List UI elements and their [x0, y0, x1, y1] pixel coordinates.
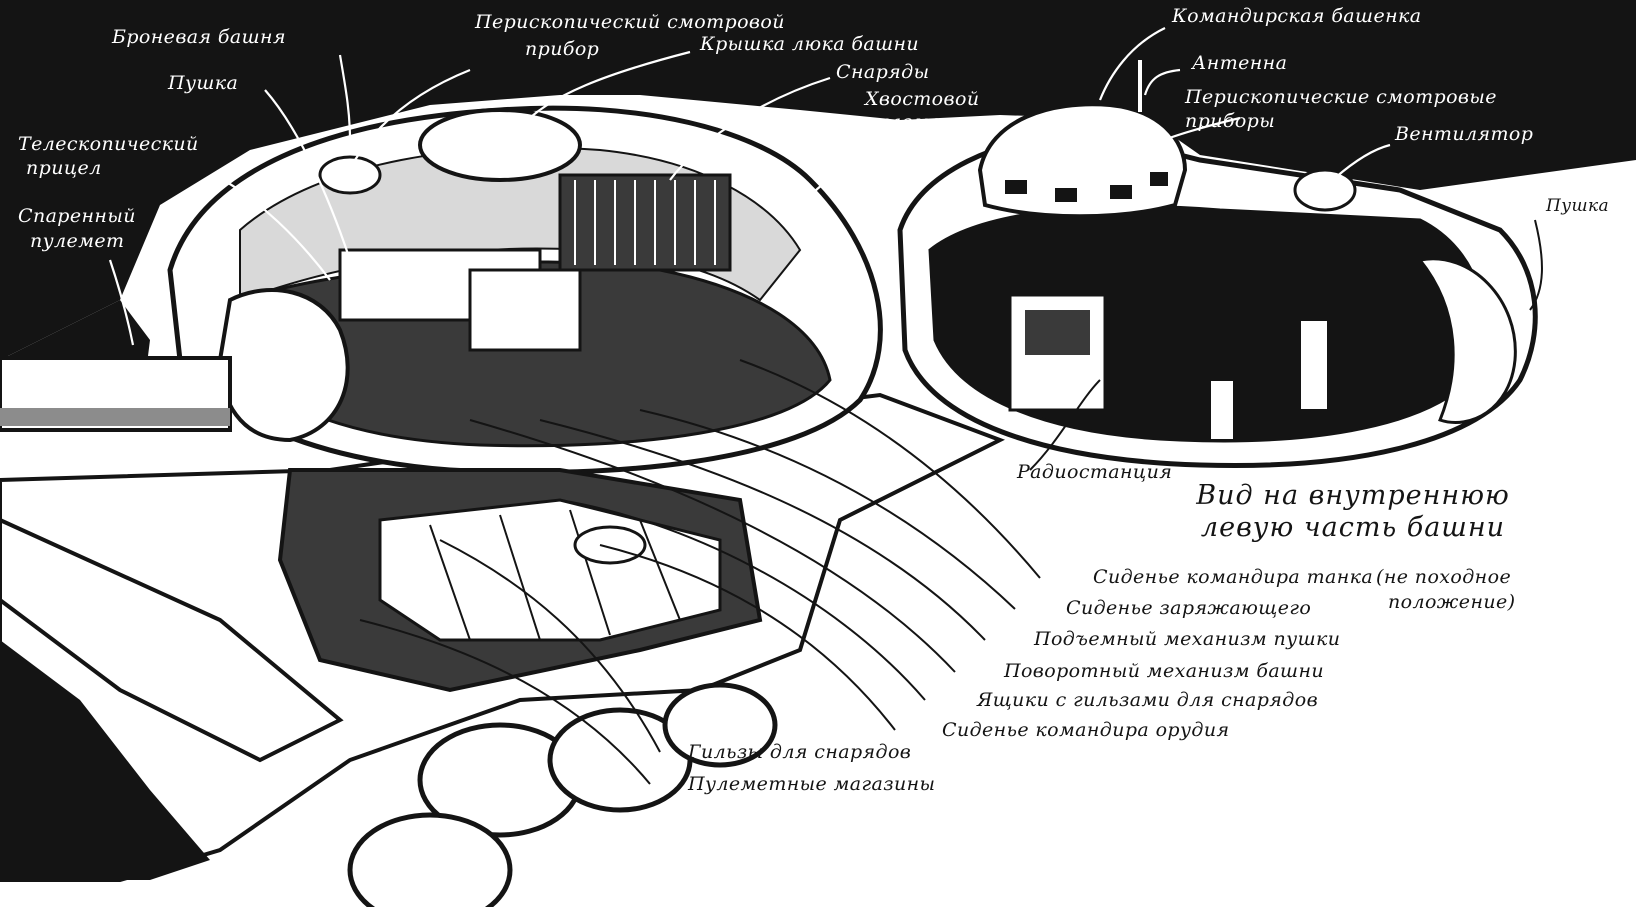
- label-tail-mg: Хвостовой: [865, 88, 980, 110]
- label-commander-seat-note-line2: положение): [1388, 591, 1516, 613]
- label-shells: Снаряды: [836, 61, 930, 83]
- casing-box-dividers: [429, 509, 681, 641]
- gun-mantlet: [217, 288, 350, 443]
- diagram-caption-line1: Вид на внутреннюю: [1196, 480, 1510, 511]
- road-wheel: [347, 812, 513, 907]
- label-mg-magazines: Пулеметные магазины: [688, 773, 936, 795]
- fender: [0, 517, 344, 763]
- label-coaxial-mg: Спаренный: [18, 205, 136, 227]
- inner-view-cylinder: [1299, 319, 1329, 411]
- label-telescopic-sight: Телескопический: [18, 133, 199, 155]
- hull-edge-shading: [0, 640, 210, 880]
- inner-view-cylinder: [1209, 379, 1235, 441]
- shell-rack: [558, 173, 732, 272]
- label-loader-seat: Сиденье заряжающего: [1066, 597, 1312, 619]
- label-commander-seat: Сиденье командира танка: [1093, 566, 1374, 588]
- shell-rack-rows: [574, 180, 716, 265]
- label-view-slits-line2: щели: [875, 157, 932, 179]
- gunner-seat-shape: [573, 525, 647, 565]
- gun-barrel-shading: [0, 408, 230, 426]
- dark-background: [0, 0, 1636, 360]
- label-periscope-sight-line2: прибор: [525, 38, 600, 60]
- label-view-slits: Смотровые: [860, 134, 985, 156]
- hatch-cover-shape: [418, 108, 582, 182]
- label-traverse-mechanism: Поворотный механизм башни: [1004, 660, 1325, 682]
- label-gunner-seat: Сиденье командира орудия: [942, 719, 1230, 741]
- label-gun-left: Пушка: [168, 72, 239, 94]
- label-tail-mg-line2: пулемет: [865, 111, 960, 133]
- radio-set-panel: [1025, 310, 1090, 355]
- label-commander-cupola: Командирская башенка: [1172, 5, 1422, 27]
- commander-cupola-shape: [977, 102, 1188, 219]
- periscope-head: [318, 155, 382, 195]
- breech-box: [468, 268, 582, 352]
- label-casing-boxes: Ящики с гильзами для снарядов: [977, 689, 1319, 711]
- label-radio: Радиостанция: [1017, 461, 1173, 483]
- label-elevation-mechanism: Подъемный механизм пушки: [1034, 628, 1341, 650]
- label-ventilator: Вентилятор: [1395, 123, 1534, 145]
- diagram-caption-line2: левую часть башни: [1200, 512, 1506, 543]
- cupola-periscopes: [1005, 172, 1168, 202]
- label-hatch-cover: Крышка люка башни: [700, 33, 920, 55]
- label-periscope-sight: Перископический смотровой: [475, 11, 785, 33]
- leader-lines-light: [108, 27, 1391, 346]
- label-antenna: Антенна: [1192, 52, 1288, 74]
- label-armored-turret: Броневая башня: [112, 26, 286, 48]
- label-periscope-devices: Перископические смотровые: [1185, 86, 1497, 108]
- label-telescopic-sight-line2: прицел: [26, 157, 102, 179]
- label-gun-right: Пушка: [1546, 196, 1610, 216]
- label-periscope-devices-line2: приборы: [1185, 110, 1276, 132]
- leader-lines-dark: [359, 219, 1543, 785]
- road-wheel: [662, 682, 778, 768]
- label-commander-seat-note: (не походное: [1376, 566, 1512, 588]
- ventilator-shape: [1293, 168, 1357, 212]
- label-shell-casings: Гильзы для снарядов: [688, 741, 912, 763]
- inner-view-gun-recess: [1417, 257, 1517, 424]
- label-coaxial-mg-line2: пулемет: [30, 230, 125, 252]
- road-wheels: [347, 682, 778, 907]
